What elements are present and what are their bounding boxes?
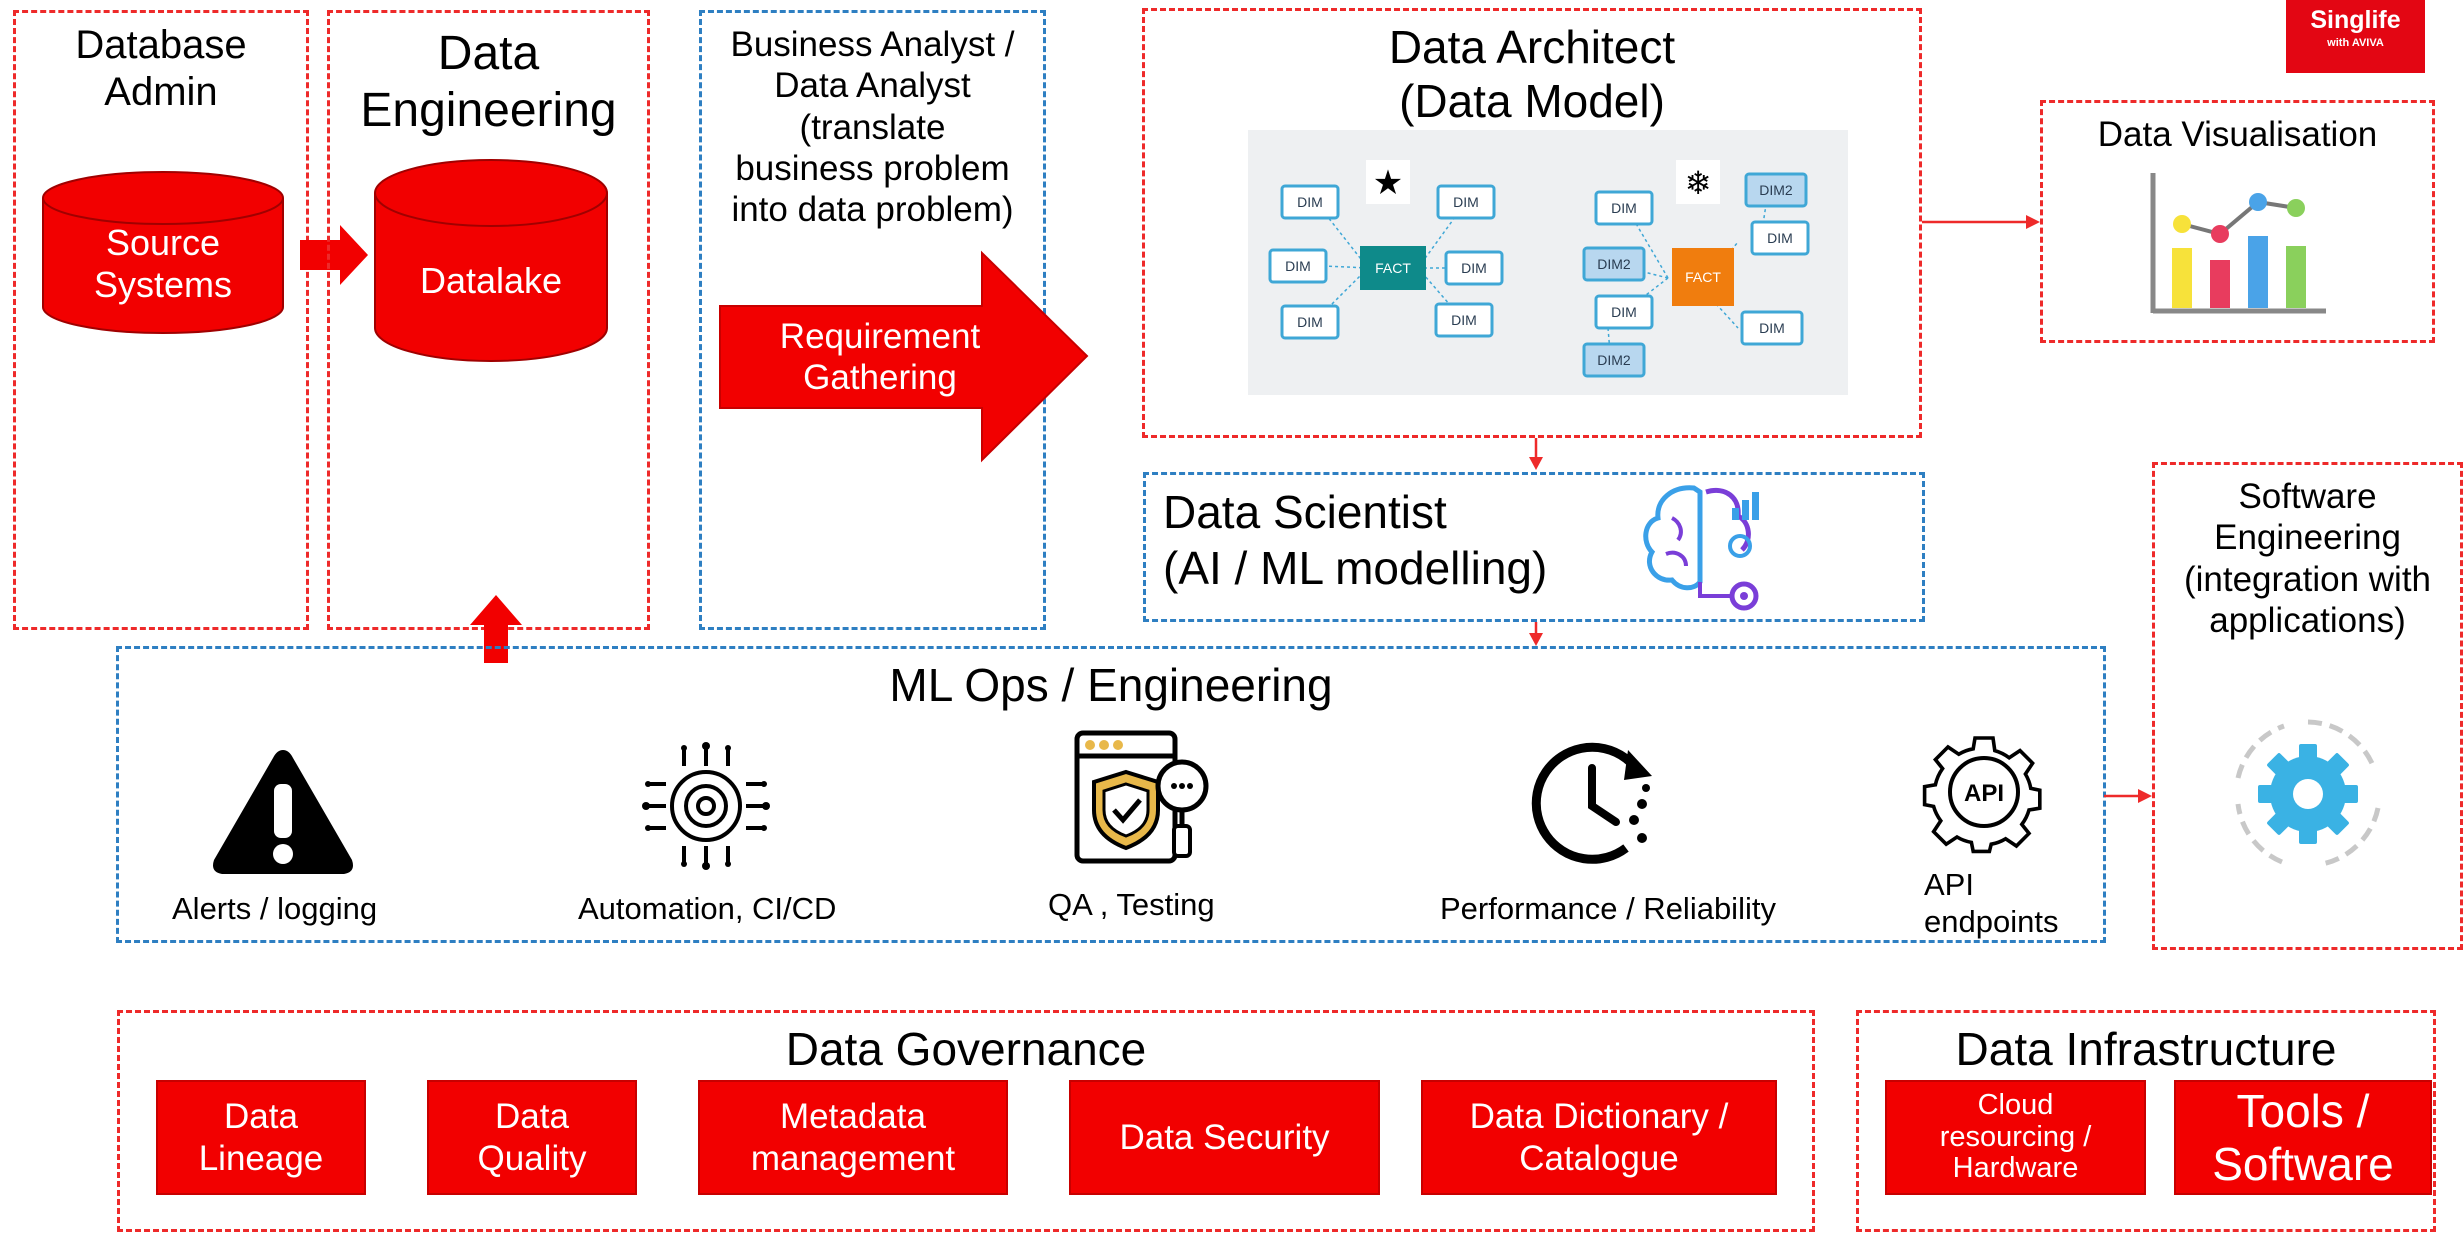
api-endpoints-label: API endpoints (1924, 867, 2059, 940)
star-icon-tile (1366, 160, 1410, 204)
snowflake-fact-box (1672, 248, 1734, 306)
snowflake-dim-label: DIM2 (1759, 182, 1793, 198)
qa-shield-check-icon (1074, 730, 1209, 864)
ai-brain-icon (1643, 485, 1759, 611)
snowflake-icon: ❄ (1685, 164, 1712, 202)
data-security-box: Data Security (1069, 1080, 1380, 1195)
source-to-datalake-arrow (300, 225, 368, 285)
star-dim-label: DIM (1453, 194, 1479, 210)
data-architect-box (1142, 8, 1922, 438)
automation-cicd-label: Automation, CI/CD (578, 891, 837, 926)
star-fact-label: FACT (1375, 260, 1411, 276)
qa-testing-label: QA , Testing (1048, 887, 1215, 922)
star-fact-box (1360, 246, 1426, 290)
scientist-to-mlops-arrow (1529, 622, 1543, 646)
alerts-logging-label: Alerts / logging (172, 891, 378, 926)
data-visualisation-title: Data Visualisation (2097, 115, 2378, 154)
snowflake-dim-label: DIM2 (1597, 256, 1631, 272)
api-icon-text: API (1964, 780, 2004, 807)
software-engineering-box (2152, 462, 2463, 950)
star-dim-label: DIM (1297, 314, 1323, 330)
business-analyst-title: Business Analyst / Data Analyst (transla… (730, 25, 1015, 230)
mlops-to-data-engineering-arrow (470, 595, 522, 663)
software-engineering-title: Software Engineering (integration with a… (2183, 477, 2432, 640)
data-governance-box (117, 1010, 1815, 1232)
integration-gear-icon (2235, 719, 2381, 867)
data-infrastructure-title: Data Infrastructure (1955, 1023, 2337, 1075)
star-dim-label: DIM (1451, 312, 1477, 328)
data-model-diagram: FACT DIM DIM DIM DIM DIM DIM ★ FACT (1248, 130, 1848, 395)
requirement-gathering-arrow (719, 250, 1089, 463)
performance-reliability-label: Performance / Reliability (1440, 891, 1776, 926)
data-lineage-box: Data Lineage (156, 1080, 366, 1195)
data-engineering-title: Data Engineering (360, 27, 617, 137)
data-dictionary-box: Data Dictionary / Catalogue (1421, 1080, 1777, 1195)
source-systems-cylinder (42, 171, 284, 334)
data-visualisation-box (2040, 100, 2435, 343)
star-icon: ★ (1373, 163, 1403, 203)
architect-to-scientist-arrow (1529, 438, 1543, 470)
datalake-label: Datalake (419, 260, 563, 301)
metadata-management-box: Metadata management (698, 1080, 1008, 1195)
singlife-logo: Singlife with AVIVA (2286, 0, 2425, 73)
warning-icon (213, 750, 353, 874)
tools-software-box: Tools / Software (2174, 1080, 2432, 1195)
snowflake-icon-tile (1676, 160, 1720, 204)
data-quality-box: Data Quality (427, 1080, 637, 1195)
data-scientist-box (1143, 472, 1925, 622)
database-admin-title: Database Admin (75, 23, 247, 115)
architect-to-visualisation-arrow (1922, 215, 2040, 229)
data-architect-title: Data Architect (Data Model) (1388, 21, 1676, 128)
star-dim-label: DIM (1461, 260, 1487, 276)
snowflake-dim-label: DIM (1767, 230, 1793, 246)
datalake-cylinder (374, 159, 608, 362)
mlops-to-software-engineering-arrow (2104, 789, 2152, 803)
mlops-title: ML Ops / Engineering (889, 659, 1333, 711)
data-scientist-title: Data Scientist (AI / ML modelling) (1163, 486, 1548, 595)
snowflake-fact-label: FACT (1685, 269, 1721, 285)
clock-performance-icon (1531, 742, 1652, 864)
snowflake-dim-label: DIM2 (1597, 352, 1631, 368)
star-dim-label: DIM (1285, 258, 1311, 274)
snowflake-dim-label: DIM (1611, 200, 1637, 216)
bar-chart-icon (2150, 173, 2326, 314)
database-admin-box (13, 10, 309, 630)
source-systems-label: Source Systems (93, 222, 233, 306)
mlops-box (116, 646, 2106, 943)
snowflake-dim-label: DIM (1611, 304, 1637, 320)
data-governance-title: Data Governance (785, 1023, 1147, 1075)
automation-chip-gear-icon (642, 742, 770, 870)
cloud-resourcing-box: Cloud resourcing / Hardware (1885, 1080, 2146, 1195)
data-infrastructure-box (1856, 1010, 2436, 1232)
requirement-gathering-label: Requirement Gathering (779, 317, 981, 398)
api-gear-icon: API (1922, 736, 2042, 854)
snowflake-dim-label: DIM (1759, 320, 1785, 336)
logo-subtitle: with AVIVA (2327, 37, 2384, 49)
logo-name: Singlife (2310, 6, 2401, 34)
star-dim-label: DIM (1297, 194, 1323, 210)
